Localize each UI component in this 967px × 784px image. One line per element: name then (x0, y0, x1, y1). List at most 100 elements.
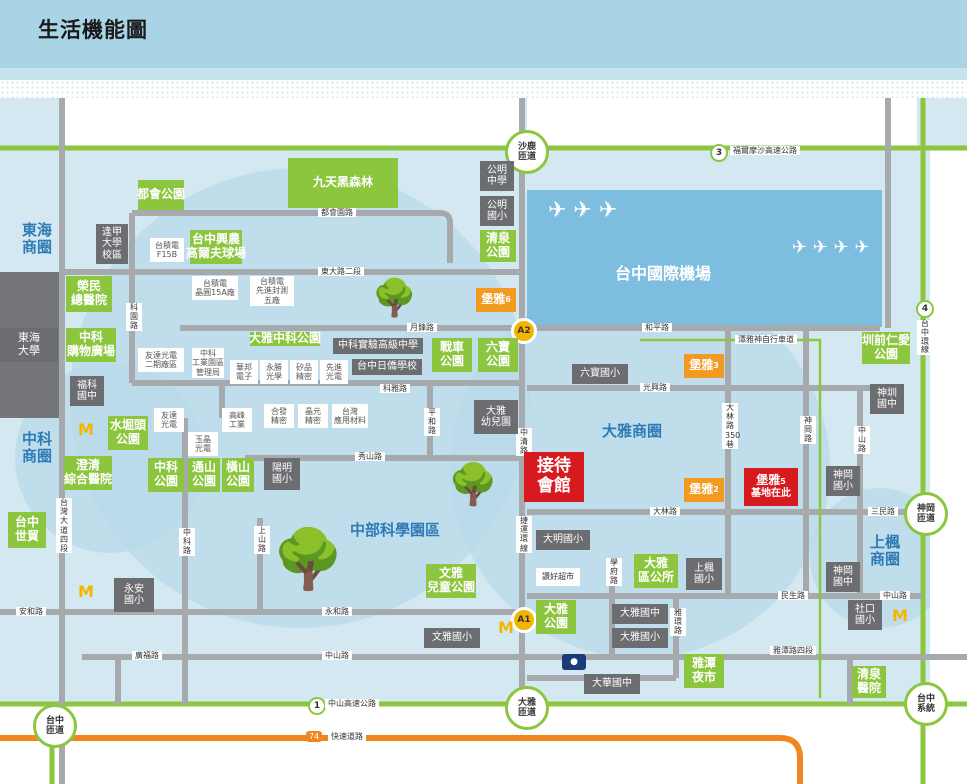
highway-74-badge: 74 (306, 731, 323, 743)
poi-shengang-es: 神岡 國小 (826, 466, 860, 496)
road-sanfeng: 三民路 (868, 507, 898, 517)
poi-yongan-es: 永安 國小 (114, 578, 154, 612)
poi-taizhong-golf: 台中興農 高爾夫球場 (186, 230, 246, 264)
poi-taizhong-shimao: 台中 世貿 (8, 512, 46, 548)
road-dalin350: 大林路350巷 (722, 403, 740, 449)
interchange-taizhong-sys[interactable]: 台中 系統 (904, 682, 948, 726)
poi-chengqing: 澄清 綜合醫院 (64, 456, 112, 490)
interchange-shengang[interactable]: 神岡 匝道 (904, 492, 948, 536)
road-zhongshan-n: 中山路 (854, 426, 870, 454)
poi-fuli: 福科 國中 (70, 376, 104, 406)
interchange-daya[interactable]: 大雅 匝道 (505, 686, 549, 730)
highway-1-label: 中山高速公路 (325, 699, 379, 709)
poi-zhongke-mall: 中科 購物廣場 (66, 328, 116, 362)
poi-taiji-15a: 台積電 晶圓15A廠 (192, 276, 238, 300)
hw3-num: 3 (715, 147, 723, 158)
baoya-text: 堡雅 (689, 482, 714, 497)
road-shengang: 神岡路 (800, 416, 816, 444)
road-yonghe: 永和路 (322, 607, 352, 617)
tree-icon: 🌳 (448, 462, 498, 508)
road-pingya: 平和路 (424, 408, 440, 436)
road-hepin: 和平路 (642, 323, 672, 333)
highway-3-label: 福爾摩沙高速公路 (730, 146, 800, 156)
poi-shekou-es: 社口 國小 (848, 600, 882, 630)
road-xiushan: 秀山路 (355, 452, 385, 462)
poi-liubao-park: 六寶 公園 (478, 338, 518, 372)
road-zhongshan-e: 中山路 (880, 591, 910, 601)
daya-text: 大雅 匝道 (517, 697, 536, 718)
plane-icon: ✈ ✈ ✈ (548, 198, 618, 223)
shalu-text: 沙鹿 匝道 (517, 141, 536, 162)
road-dalin: 大林路 (650, 507, 680, 517)
baoya-num: 2 (713, 485, 719, 495)
zone-zhongbu: 中部科學園區 (350, 521, 441, 539)
poi-liubao-es: 六寶國小 (572, 364, 628, 384)
road-zhongqing: 中清路 (516, 428, 532, 456)
zone-donghai: 東海 商圈 (22, 221, 53, 257)
interchange-taizhong[interactable]: 台中 匝道 (33, 704, 77, 748)
road-yuanshan: 月鋒路 (407, 323, 437, 333)
mrt-icon: ● (562, 654, 586, 670)
poi-huabang: 華邦 電子 (230, 360, 258, 384)
poi-shezhen-park: 圳前仁愛 公園 (862, 332, 910, 364)
road-zhongke: 中科路 (179, 528, 195, 556)
poi-gongming-es: 公明 國小 (480, 196, 514, 226)
poi-daya-kinder: 大雅 幼兒園 (474, 400, 518, 434)
road-jieyuan: 捷運環線 (516, 516, 532, 553)
poi-zhanche-park: 戰車 公園 (432, 338, 472, 372)
route-a2: A2 (511, 318, 537, 344)
poi-duhui-park: 都會公園 (137, 180, 185, 210)
zone-daya: 大雅商圈 (602, 422, 663, 440)
poi-zhongke-admin: 中科 工業園區 管理局 (192, 348, 224, 378)
poi-zhongke-park: 中科 公園 (148, 458, 184, 492)
poi-xianjin: 先進 光電 (320, 360, 348, 384)
highway-1-badge: 1 (308, 697, 326, 715)
poi-taiji-f15b: 台積電 F15B (150, 238, 184, 262)
road-guangxing: 光興路 (640, 383, 670, 393)
taizhong-text: 台中 匝道 (45, 715, 64, 736)
poi-daya-district: 大雅 區公所 (634, 554, 678, 588)
poi-youda2: 友達 光電 (154, 408, 184, 432)
highway-3-badge: 3 (710, 144, 728, 162)
header-strip (0, 68, 967, 80)
mcdonalds-icon: M (78, 420, 94, 439)
poi-yatan-market: 雅潭 夜市 (684, 654, 724, 688)
road-dongda2: 東大路二段 (318, 267, 364, 277)
mcdonalds-icon: M (498, 618, 514, 637)
reception-center: 接待 會館 (524, 452, 584, 502)
poi-yangming: 陽明 國小 (264, 458, 300, 490)
road-minsheng: 民生路 (778, 591, 808, 601)
mcdonalds-icon: M (892, 606, 908, 625)
poi-gongming-ms: 公明 中學 (480, 161, 514, 191)
poi-taiji-adv: 台積電 先進封測 五廠 (250, 276, 294, 306)
taizhong-sys-text: 台中 系統 (916, 693, 935, 714)
poi-donghai-univ: 東海 大學 (0, 328, 58, 362)
poi-daya-park: 大雅 公園 (536, 600, 576, 634)
poi-qingquan-park: 清泉 公園 (480, 230, 516, 262)
poi-wenya-es: 文雅國小 (424, 628, 480, 648)
road-kebu: 科園路 (126, 303, 142, 331)
base-label: 基地在此 (751, 488, 791, 500)
airport-label: 台中國際機場 (615, 264, 712, 283)
poi-jiuhao-market: 讚好超市 (536, 568, 580, 586)
poi-daya-ms: 大雅國中 (612, 604, 668, 624)
interchange-shalu[interactable]: 沙鹿 匝道 (505, 130, 549, 174)
baoya-num: 5 (780, 477, 786, 487)
poi-taiyu: 台灣 應用材料 (332, 404, 368, 428)
poi-daya-es: 大雅國小 (612, 628, 668, 648)
poi-wenya-park: 文雅 兒童公園 (426, 564, 476, 598)
map: 台中國際機場 ✈ ✈ ✈ ✈ ✈ ✈ ✈ 沙鹿 匝道 神岡 匝道 台中 系統 大… (0, 98, 967, 784)
poi-daya-zhongke-park: 大雅中科公園 (249, 331, 322, 346)
poi-daming-es: 大明國小 (536, 530, 590, 550)
poi-qingquan-hosp: 清泉 醫院 (852, 666, 886, 698)
poi-shenqiao-ms: 神圳 國中 (870, 384, 904, 414)
baoya-text: 堡雅 (756, 473, 781, 488)
highway-74-label: 快速道路 (328, 732, 366, 742)
tree-icon: 🌳 (372, 278, 417, 319)
baoya-base-5: 堡雅5 基地在此 (744, 468, 798, 506)
poi-tongshan-park: 通山 公園 (188, 458, 220, 492)
poi-gaofeng: 高峰 工業 (222, 408, 252, 432)
